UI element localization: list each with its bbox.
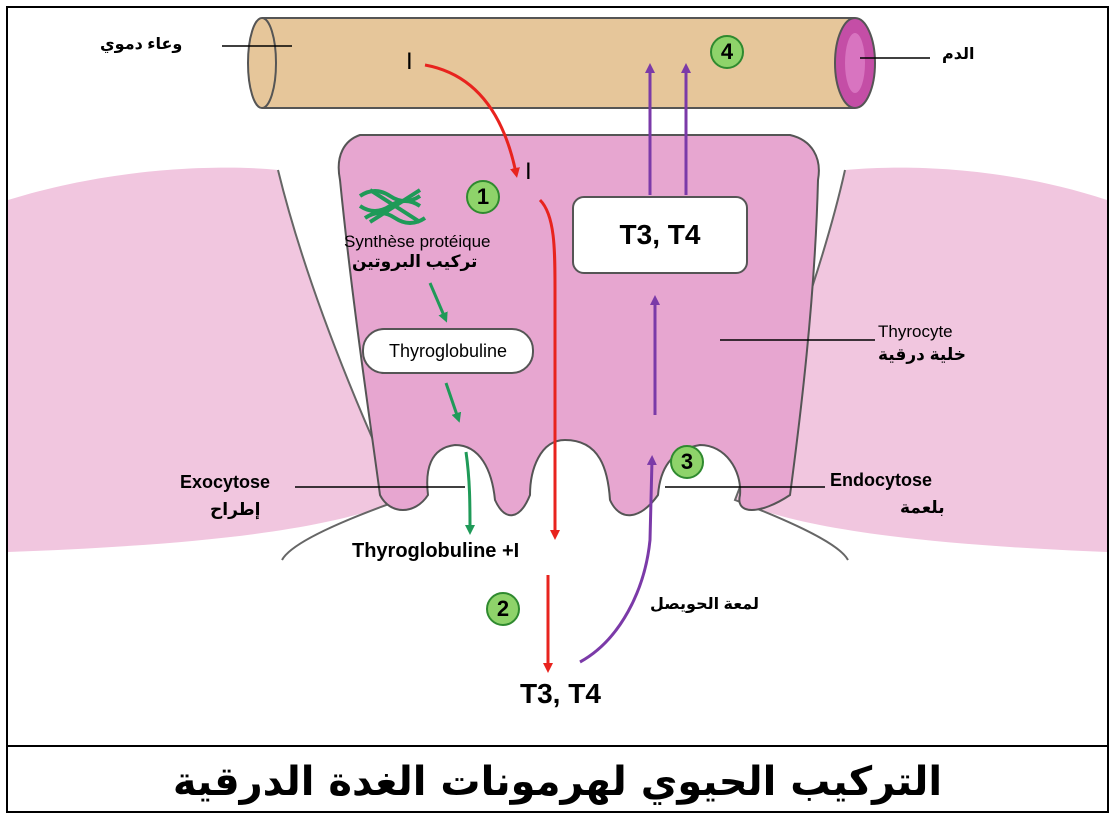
thyrocyte-fr-label: Thyrocyte bbox=[878, 322, 953, 342]
protein-synthesis-ar-label: تركيب البروتين bbox=[352, 252, 477, 272]
exocytose-ar-label: إطراح bbox=[210, 500, 261, 520]
thyrocyte-ar-label: خلية درقية bbox=[878, 345, 966, 365]
step-2-badge: 2 bbox=[486, 592, 520, 626]
protein-synthesis-fr-label: Synthèse protéique bbox=[344, 232, 491, 252]
exocytose-fr-label: Exocytose bbox=[180, 472, 270, 493]
blood-vessel-left-end bbox=[248, 18, 276, 108]
follicle-lumen-label: لمعة الحويصل bbox=[650, 594, 759, 614]
step-3-badge: 3 bbox=[670, 445, 704, 479]
endocytose-ar-label: بلعمة bbox=[900, 498, 945, 518]
step-4-badge: 4 bbox=[710, 35, 744, 69]
blood-label: الدم bbox=[942, 44, 974, 64]
iodine-top-label: I bbox=[406, 48, 413, 76]
step-1-badge: 1 bbox=[466, 180, 500, 214]
thyrocyte-cell-body bbox=[339, 135, 819, 515]
iodine-cell-label: I bbox=[525, 158, 532, 186]
blood-lumen bbox=[845, 33, 865, 93]
left-neighbour-tissue bbox=[8, 168, 400, 552]
blood-vessel-label: وعاء دموي bbox=[100, 34, 182, 54]
blood-vessel-tube bbox=[262, 18, 855, 108]
caption-separator bbox=[6, 745, 1109, 747]
thyroglobuline-box: Thyroglobuline bbox=[362, 328, 534, 374]
exocytosis-arrow bbox=[466, 452, 470, 530]
endocytose-fr-label: Endocytose bbox=[830, 470, 932, 491]
thyroglobuline-iodine-label: Thyroglobuline +I bbox=[352, 540, 519, 563]
hormones-bottom-label: T3, T4 bbox=[520, 678, 601, 710]
figure-caption: التركيب الحيوي لهرمونات الغدة الدرقية bbox=[8, 752, 1107, 812]
hormones-box: T3, T4 bbox=[572, 196, 748, 274]
